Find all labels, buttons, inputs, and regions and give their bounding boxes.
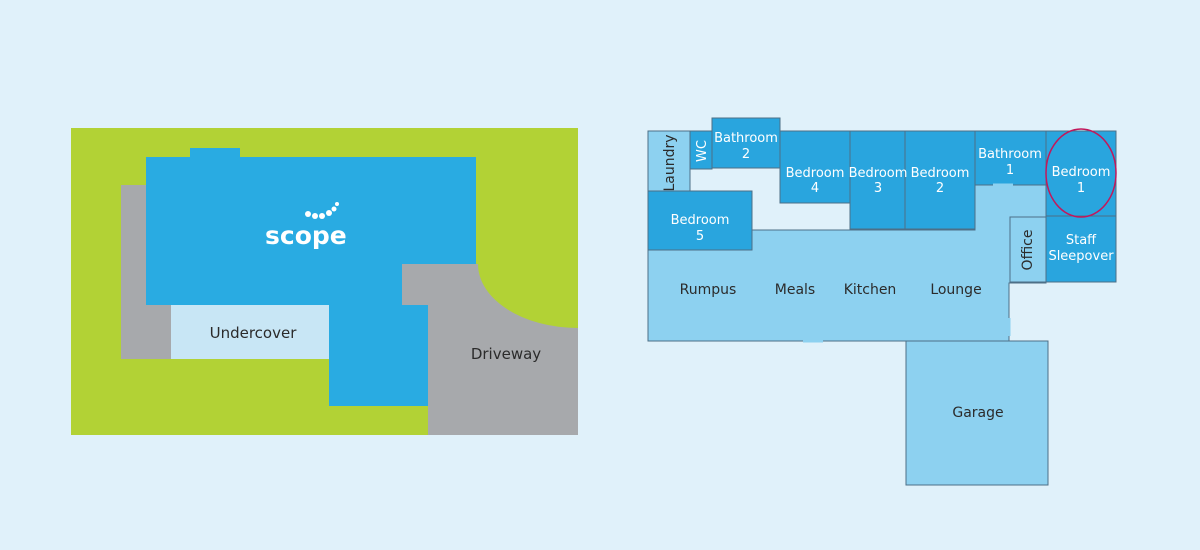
bedroom-1-label-line2: 1	[1077, 181, 1085, 196]
bedroom-4-label-line1: Bedroom	[786, 166, 845, 181]
kitchen-label: Kitchen	[844, 282, 897, 298]
bedroom-3-room	[849, 130, 906, 230]
scope-logo: scope	[265, 202, 347, 250]
bedroom-1-label-line1: Bedroom	[1052, 165, 1111, 180]
laundry-label: Laundry	[662, 134, 678, 191]
bedroom-5-room	[647, 190, 753, 251]
bathroom-1-label-line2: 1	[1006, 163, 1014, 178]
staff-sleepover-label-line2: Sleepover	[1048, 249, 1114, 264]
bedroom-2-label-line1: Bedroom	[911, 166, 970, 181]
bedroom-1-highlight	[1045, 128, 1117, 218]
undercover-area	[171, 305, 329, 359]
lounge-label: Lounge	[930, 282, 981, 298]
undercover-label: Undercover	[210, 324, 298, 342]
rumpus-label: Rumpus	[680, 282, 737, 298]
staff-sleepover-room	[1045, 215, 1117, 283]
bedroom-5-label-line1: Bedroom	[671, 213, 730, 228]
bathroom-2-label-line1: Bathroom	[714, 131, 778, 146]
door-openings	[803, 183, 1013, 343]
floor-plan	[647, 117, 1117, 486]
driveway-label: Driveway	[471, 345, 541, 363]
bathroom-2-label-line2: 2	[742, 147, 750, 162]
office-label: Office	[1020, 230, 1036, 271]
garage-room	[905, 340, 1049, 486]
driveway-area	[402, 264, 578, 435]
office-room	[1009, 216, 1047, 283]
site-plan: scope Undercover Driveway	[71, 128, 578, 435]
bedroom-3-label-line2: 3	[874, 181, 882, 196]
garage-label: Garage	[952, 405, 1003, 421]
bedroom-1-room	[1045, 130, 1117, 217]
bedroom-3-label-line1: Bedroom	[849, 166, 908, 181]
bathroom-1-label-line1: Bathroom	[978, 147, 1042, 162]
bathroom-2-room	[711, 117, 781, 169]
logo-dots-icon	[305, 202, 339, 219]
logo-text: scope	[265, 221, 347, 250]
bedroom-2-room	[904, 130, 976, 230]
house-roof	[146, 148, 476, 406]
floor-plan-labels: Laundry WC Bathroom 2 Bedroom 4 Bedroom …	[662, 131, 1114, 421]
bedroom-5-label-line2: 5	[696, 229, 704, 244]
staff-sleepover-label-line1: Staff	[1066, 233, 1097, 248]
bedroom-4-label-line2: 4	[811, 181, 819, 196]
bedroom-2-label-line2: 2	[936, 181, 944, 196]
meals-label: Meals	[775, 282, 815, 298]
wc-label: WC	[695, 140, 710, 162]
